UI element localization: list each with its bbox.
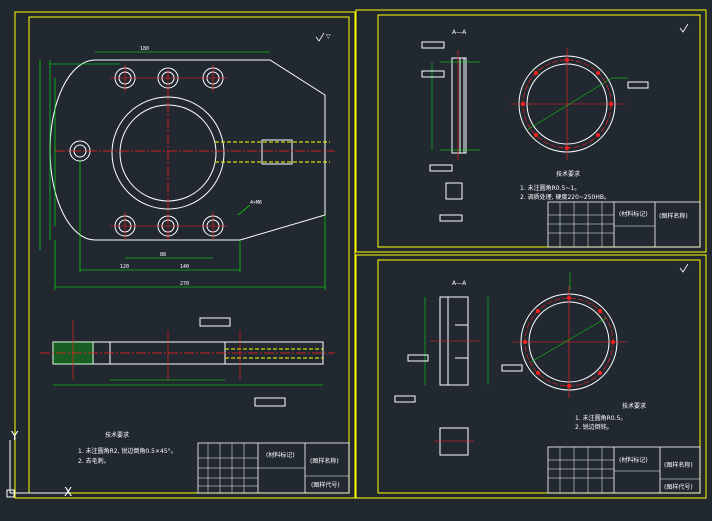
- sheet-3-title-block[interactable]: (材料标记) (图样名称) (图样代号): [547, 446, 701, 494]
- flange-plan-view: [501, 272, 627, 398]
- sheet-1-title-block[interactable]: (材料标记) (图样名称) (图样代号): [197, 442, 350, 494]
- sheet-1-inner-frame: [28, 16, 350, 494]
- svg-text:4×M6: 4×M6: [250, 200, 262, 206]
- sheet-2-part-name: (图样名称): [659, 212, 688, 220]
- sheet-1-note-1: 1. 未注圆角R2, 锐边倒角0.5×45°。: [78, 447, 177, 455]
- sheet-3-part-name: (图样名称): [664, 461, 693, 469]
- sheet-3-part-code: (图样代号): [664, 483, 693, 491]
- plate-dimension-texts: 180 88 120 140 270 4×M6: [120, 46, 262, 287]
- plate-dimensions: [39, 51, 326, 290]
- sheet-2-material-label: (材料标记): [619, 210, 648, 218]
- sheet-3-material-label: (材料标记): [619, 456, 648, 464]
- ring-section-view: [421, 41, 480, 222]
- svg-text:270: 270: [180, 281, 189, 287]
- plate-section-view: [40, 317, 335, 407]
- sheet-2-inner-frame: [377, 14, 701, 248]
- svg-text:140: 140: [180, 264, 189, 270]
- svg-text:180: 180: [140, 46, 149, 52]
- svg-text:120: 120: [120, 264, 129, 270]
- sheet-2[interactable]: A—A: [355, 9, 707, 253]
- sheet-3-note-1: 1. 未注圆角R0.5。: [575, 414, 626, 422]
- plate-top-view: [49, 59, 335, 241]
- ucs-axis-icon: Y X: [6, 429, 72, 499]
- sheet-3-inner-frame: [377, 259, 701, 494]
- ucs-x-label: X: [64, 485, 72, 499]
- sheet-3-notes-title: 技术要求: [622, 402, 646, 410]
- sheet-1-notes: 技术要求 1. 未注圆角R2, 锐边倒角0.5×45°。 2. 去毛刺。: [78, 431, 177, 465]
- sheet-2-notes-title: 技术要求: [556, 170, 580, 178]
- sheet-1-material-label: (材料标记): [266, 451, 295, 459]
- sheet-2-note-1: 1. 未注圆角R0.5~1。: [520, 184, 580, 192]
- surface-roughness-icon: [679, 263, 689, 273]
- surface-roughness-icon: ▽: [315, 32, 331, 42]
- sheet-1-note-2: 2. 去毛刺。: [78, 457, 110, 465]
- flange-section-view: [394, 296, 489, 456]
- sheet-1-outer-frame: [14, 11, 356, 499]
- sheet-2-notes: 技术要求 1. 未注圆角R0.5~1。 2. 调质处理, 硬度220~250HB…: [520, 170, 610, 201]
- sheet-2-note-2: 2. 调质处理, 硬度220~250HB。: [520, 193, 610, 201]
- sheet-1-notes-title: 技术要求: [105, 431, 129, 439]
- sheet-2-outer-frame: [355, 9, 707, 253]
- sheet-2-section-label: A—A: [452, 29, 467, 36]
- roughness-value-text: ▽: [326, 33, 331, 40]
- sheet-1-part-code: (图样代号): [311, 481, 340, 489]
- sheet-3-notes: 技术要求 1. 未注圆角R0.5。 2. 锐边倒钝。: [575, 402, 646, 431]
- ucs-y-label: Y: [10, 429, 19, 443]
- surface-roughness-icon: [679, 23, 689, 33]
- sheet-3-section-label: A—A: [452, 280, 467, 287]
- ring-plan-view: [510, 48, 649, 160]
- sheet-2-title-block[interactable]: (材料标记) (图样名称): [547, 201, 701, 248]
- sheet-3-note-2: 2. 锐边倒钝。: [575, 423, 613, 431]
- svg-text:88: 88: [160, 252, 166, 258]
- sheet-1-part-name: (图样名称): [310, 457, 339, 465]
- sheet-1[interactable]: ▽: [14, 11, 356, 499]
- sheet-3-outer-frame: [355, 254, 707, 499]
- sheet-3[interactable]: A—A: [355, 254, 707, 499]
